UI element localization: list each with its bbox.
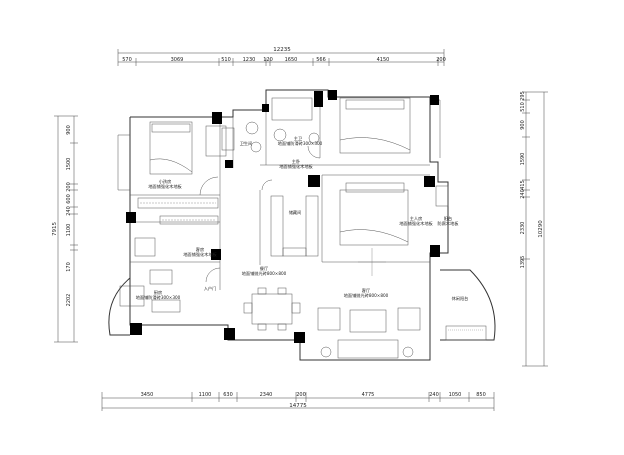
right-seg-0: 295 [520, 91, 526, 101]
bottom-seg-6: 240 [429, 392, 439, 398]
structural-columns [126, 90, 440, 343]
left-seg-7: 2202 [66, 294, 72, 307]
room-name-master-bath: 主卫 [294, 135, 302, 141]
right-seg-2: 900 [520, 120, 526, 130]
right-seg-6: 2330 [520, 222, 526, 235]
room-note-master-bath: 地面铺防滑砖300×300 [278, 140, 323, 147]
right-seg-7: 1395 [520, 256, 526, 269]
room-name-storage: 储藏间 [289, 209, 302, 216]
bottom-seg-1: 1100 [199, 392, 212, 398]
left-seg-5: 1100 [66, 224, 72, 237]
walls [108, 89, 496, 361]
right-seg-5: 240 [520, 189, 526, 199]
room-name-guest: 客房 [196, 246, 204, 253]
top-dimension: 12235 570 3069 510 1230 120 1650 566 415… [117, 47, 446, 66]
top-seg-6: 566 [316, 57, 326, 63]
bottom-seg-4: 200 [296, 392, 306, 398]
left-dimension: 900 1500 200 600 240 1100 170 2202 7915 [52, 115, 78, 343]
room-name-child: 小孩房 [159, 178, 172, 185]
bottom-seg-7: 1050 [449, 392, 462, 398]
top-seg-2: 510 [221, 57, 231, 63]
left-seg-1: 1500 [66, 158, 72, 171]
left-seg-4: 240 [66, 206, 72, 216]
left-seg-3: 600 [66, 194, 72, 204]
room-name-kitchen: 厨房 [154, 289, 162, 296]
top-seg-0: 570 [122, 57, 132, 63]
room-name-owner: 主人房 [410, 215, 423, 222]
top-total-label: 12235 [273, 47, 291, 53]
room-name-living: 客厅 [362, 287, 370, 294]
left-total-label: 7915 [52, 222, 58, 236]
top-seg-1: 3069 [171, 57, 184, 63]
right-seg-4: 415 [520, 180, 526, 190]
right-total-label: 10290 [538, 220, 544, 238]
top-seg-3: 1230 [243, 57, 256, 63]
bottom-seg-3: 2340 [260, 392, 273, 398]
room-note-owner: 地面铺强化木地板 [399, 220, 433, 227]
bottom-seg-5: 4775 [362, 392, 375, 398]
top-seg-5: 1650 [285, 57, 298, 63]
room-name-dining: 餐厅 [260, 265, 268, 272]
bottom-total-label: 14775 [289, 403, 307, 409]
room-note-guest: 地面铺强化木地板 [183, 251, 217, 258]
room-name-leisure-balcony: 休闲阳台 [452, 295, 469, 302]
room-note-master: 地面铺强化木地板 [279, 163, 313, 170]
room-name-entry: 入户门 [204, 285, 217, 292]
bottom-seg-8: 850 [476, 392, 486, 398]
bottom-seg-2: 630 [223, 392, 233, 398]
top-seg-4: 120 [263, 57, 273, 63]
room-note-child: 地面铺强化木地板 [148, 183, 182, 190]
room-note-dining: 地面铺抛光砖800×800 [242, 270, 287, 277]
furniture [119, 97, 487, 359]
bottom-dimension: 3450 1100 630 2340 200 4775 240 1050 850… [101, 392, 495, 411]
right-seg-3: 1590 [520, 153, 526, 166]
room-name-master: 主卧 [292, 158, 300, 165]
left-seg-6: 170 [66, 262, 72, 272]
right-dimension: 295 510 900 1590 415 240 2330 1395 10290 [520, 91, 548, 367]
right-seg-1: 510 [520, 102, 526, 112]
room-labels: 小孩房 地面铺强化木地板 客房 地面铺强化木地板 卫生间 主卫 地面铺防滑砖30… [136, 135, 469, 302]
room-note-living: 地面铺抛光砖800×800 [344, 292, 389, 299]
top-seg-8: 200 [436, 57, 446, 63]
room-note-kitchen: 地面铺防滑砖300×300 [136, 294, 181, 301]
room-name-bath: 卫生间 [240, 140, 253, 147]
room-note-balcony: 防腐木地板 [438, 220, 460, 227]
top-seg-7: 4150 [377, 57, 390, 63]
left-seg-0: 900 [66, 125, 72, 135]
left-seg-2: 200 [66, 182, 72, 192]
room-name-balcony: 阳台 [444, 215, 452, 222]
bottom-seg-0: 3450 [141, 392, 154, 398]
